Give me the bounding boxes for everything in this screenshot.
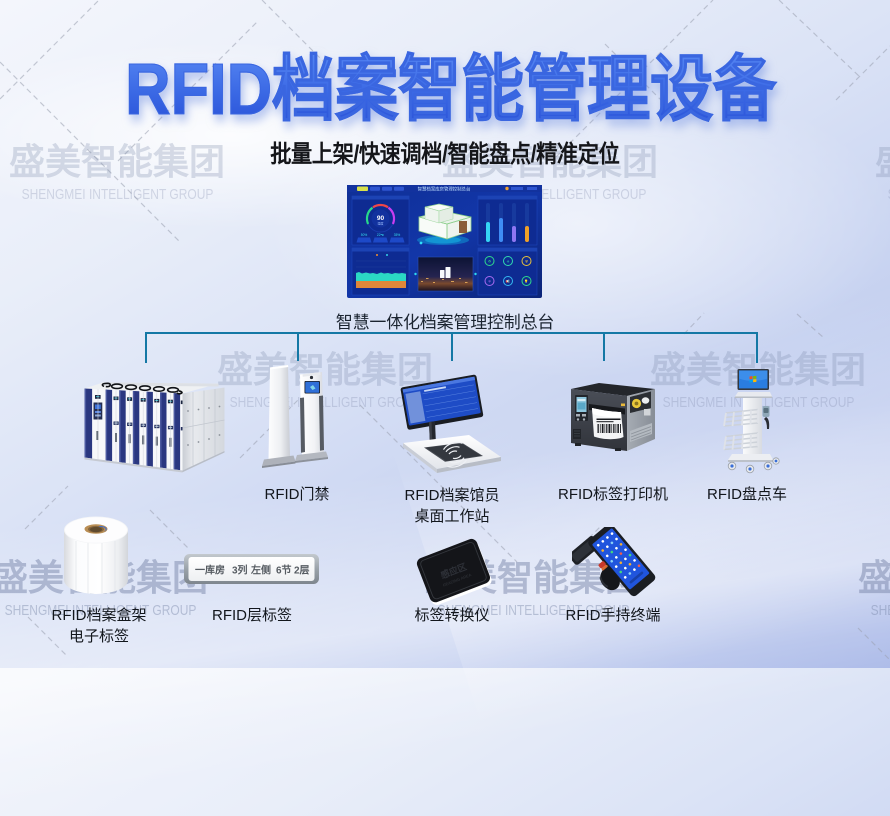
svg-text:☢: ☢ xyxy=(525,259,528,263)
svg-text:90: 90 xyxy=(377,215,385,222)
svg-text:❄: ❄ xyxy=(488,279,491,283)
svg-text:♻: ♻ xyxy=(488,259,491,263)
svg-text:22℃: 22℃ xyxy=(377,233,385,237)
svg-text:左侧: 左侧 xyxy=(250,564,271,577)
svg-text:2层: 2层 xyxy=(294,565,310,577)
svg-text:35%: 35% xyxy=(394,233,401,237)
svg-text:湿度: 湿度 xyxy=(377,221,383,226)
svg-text:6节: 6节 xyxy=(276,564,292,577)
svg-text:📢: 📢 xyxy=(506,278,511,283)
svg-text:一库房: 一库房 xyxy=(195,564,225,577)
svg-text:💡: 💡 xyxy=(524,278,528,283)
svg-text:50%: 50% xyxy=(361,233,368,237)
svg-text:智慧档案库房管理控制总台: 智慧档案库房管理控制总台 xyxy=(418,185,471,192)
svg-text:☣: ☣ xyxy=(506,259,509,263)
svg-text:3列: 3列 xyxy=(232,564,248,577)
